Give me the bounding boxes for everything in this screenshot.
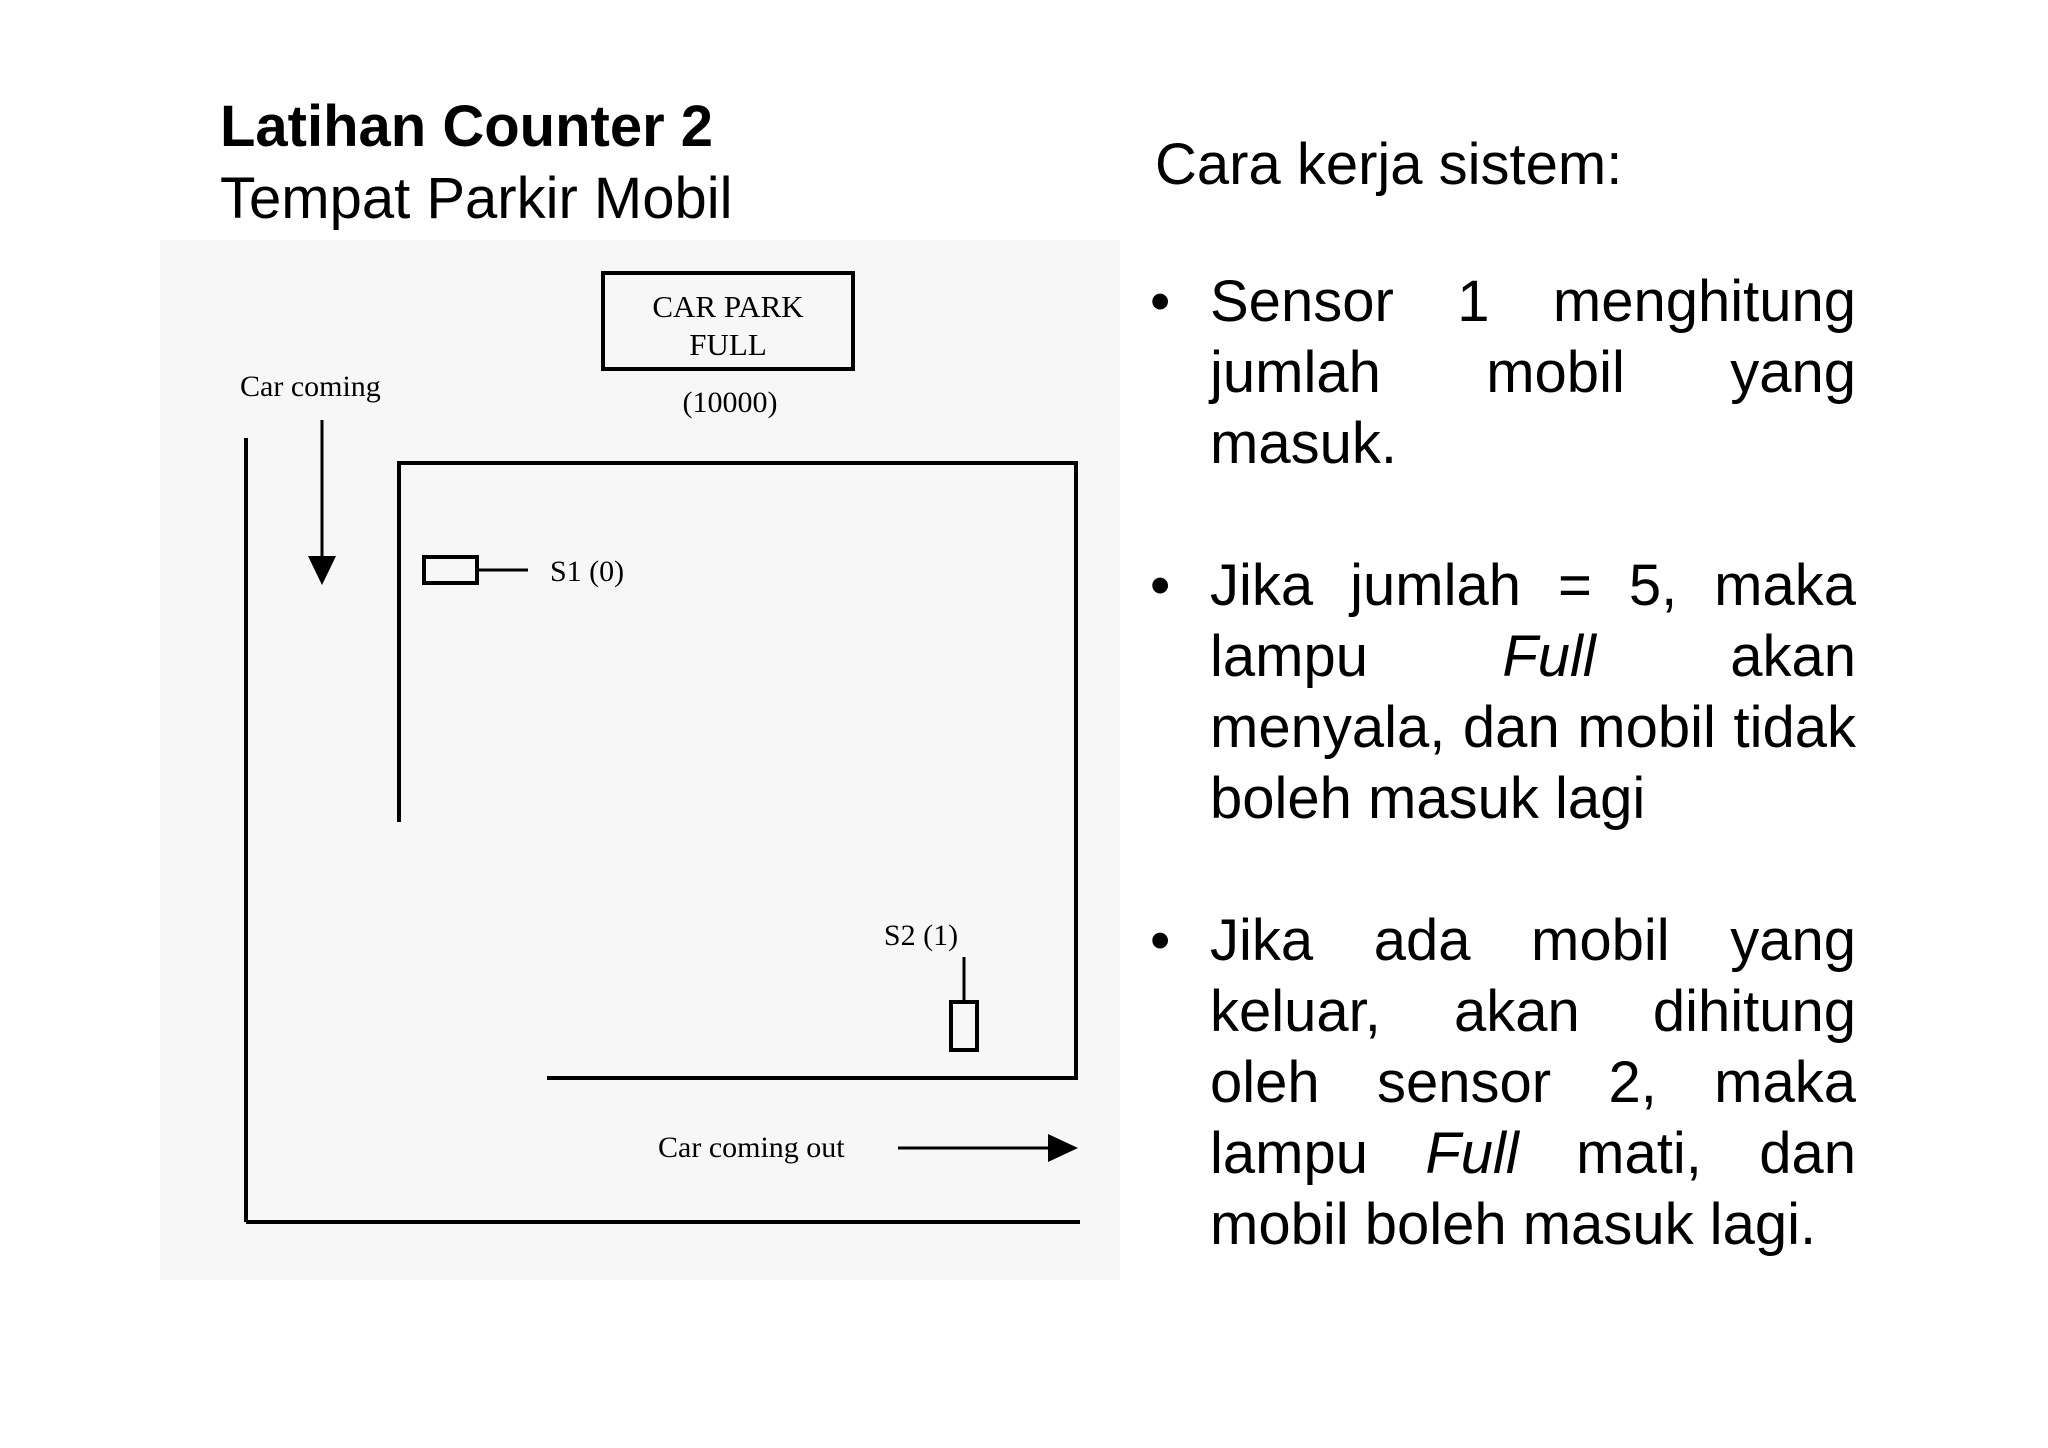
system-description-heading: Cara kerja sistem: bbox=[1155, 132, 1623, 197]
sensor-1: S1 (0) bbox=[422, 555, 624, 588]
bullet-text: Jika jumlah = 5, maka lampu bbox=[1210, 553, 1856, 689]
bullet-text: akan menyala, dan mobil tidak boleh masu… bbox=[1210, 624, 1856, 831]
bullet-icon: • bbox=[1150, 269, 1171, 334]
bullet-text: mati, dan mobil boleh masuk lagi. bbox=[1210, 1121, 1856, 1257]
car-coming-out-label: Car coming out bbox=[658, 1131, 845, 1164]
sensor-1-box bbox=[422, 555, 479, 585]
bullet-emphasis: Full bbox=[1502, 624, 1596, 689]
bullet-text: Jika ada mobil yang keluar, akan dihitun… bbox=[1210, 908, 1856, 1186]
parking-area-wall bbox=[397, 461, 1078, 1080]
car-park-diagram-svg: CAR PARK FULL (10000) Car coming S1 (0) … bbox=[240, 271, 1080, 1224]
sensor-2: S2 (1) bbox=[884, 919, 979, 1052]
bullet-icon: • bbox=[1150, 908, 1171, 973]
bullet-text: Sensor 1 menghitung jumlah mobil yang ma… bbox=[1210, 269, 1856, 476]
sensor-2-label: S2 (1) bbox=[884, 919, 958, 952]
sensor-1-label: S1 (0) bbox=[550, 555, 624, 588]
car-coming-out-arrowhead bbox=[1048, 1134, 1078, 1162]
indicator-box bbox=[601, 271, 855, 371]
car-park-diagram: CAR PARK FULL (10000) Car coming S1 (0) … bbox=[160, 240, 1120, 1280]
description-bullet: • Jika ada mobil yang keluar, akan dihitu… bbox=[1150, 905, 1856, 1260]
indicator-address: (10000) bbox=[683, 386, 778, 419]
system-description-list: • Sensor 1 menghitung jumlah mobil yang m… bbox=[1150, 266, 1856, 1331]
description-bullet: • Sensor 1 menghitung jumlah mobil yang m… bbox=[1150, 266, 1856, 479]
description-bullet: • Jika jumlah = 5, maka lampu Full akan m… bbox=[1150, 550, 1856, 834]
car-coming-arrowhead bbox=[308, 556, 336, 585]
indicator-text-line2: FULL bbox=[689, 327, 767, 362]
car-coming-label: Car coming bbox=[240, 370, 381, 403]
slide-subtitle: Tempat Parkir Mobil bbox=[220, 166, 733, 231]
indicator-text-line1: CAR PARK bbox=[652, 289, 804, 324]
bullet-icon: • bbox=[1150, 553, 1171, 618]
bullet-emphasis: Full bbox=[1425, 1121, 1519, 1186]
car-park-full-indicator: CAR PARK FULL (10000) bbox=[601, 271, 855, 419]
slide-title: Latihan Counter 2 bbox=[220, 94, 714, 159]
sensor-2-box bbox=[949, 1000, 979, 1052]
